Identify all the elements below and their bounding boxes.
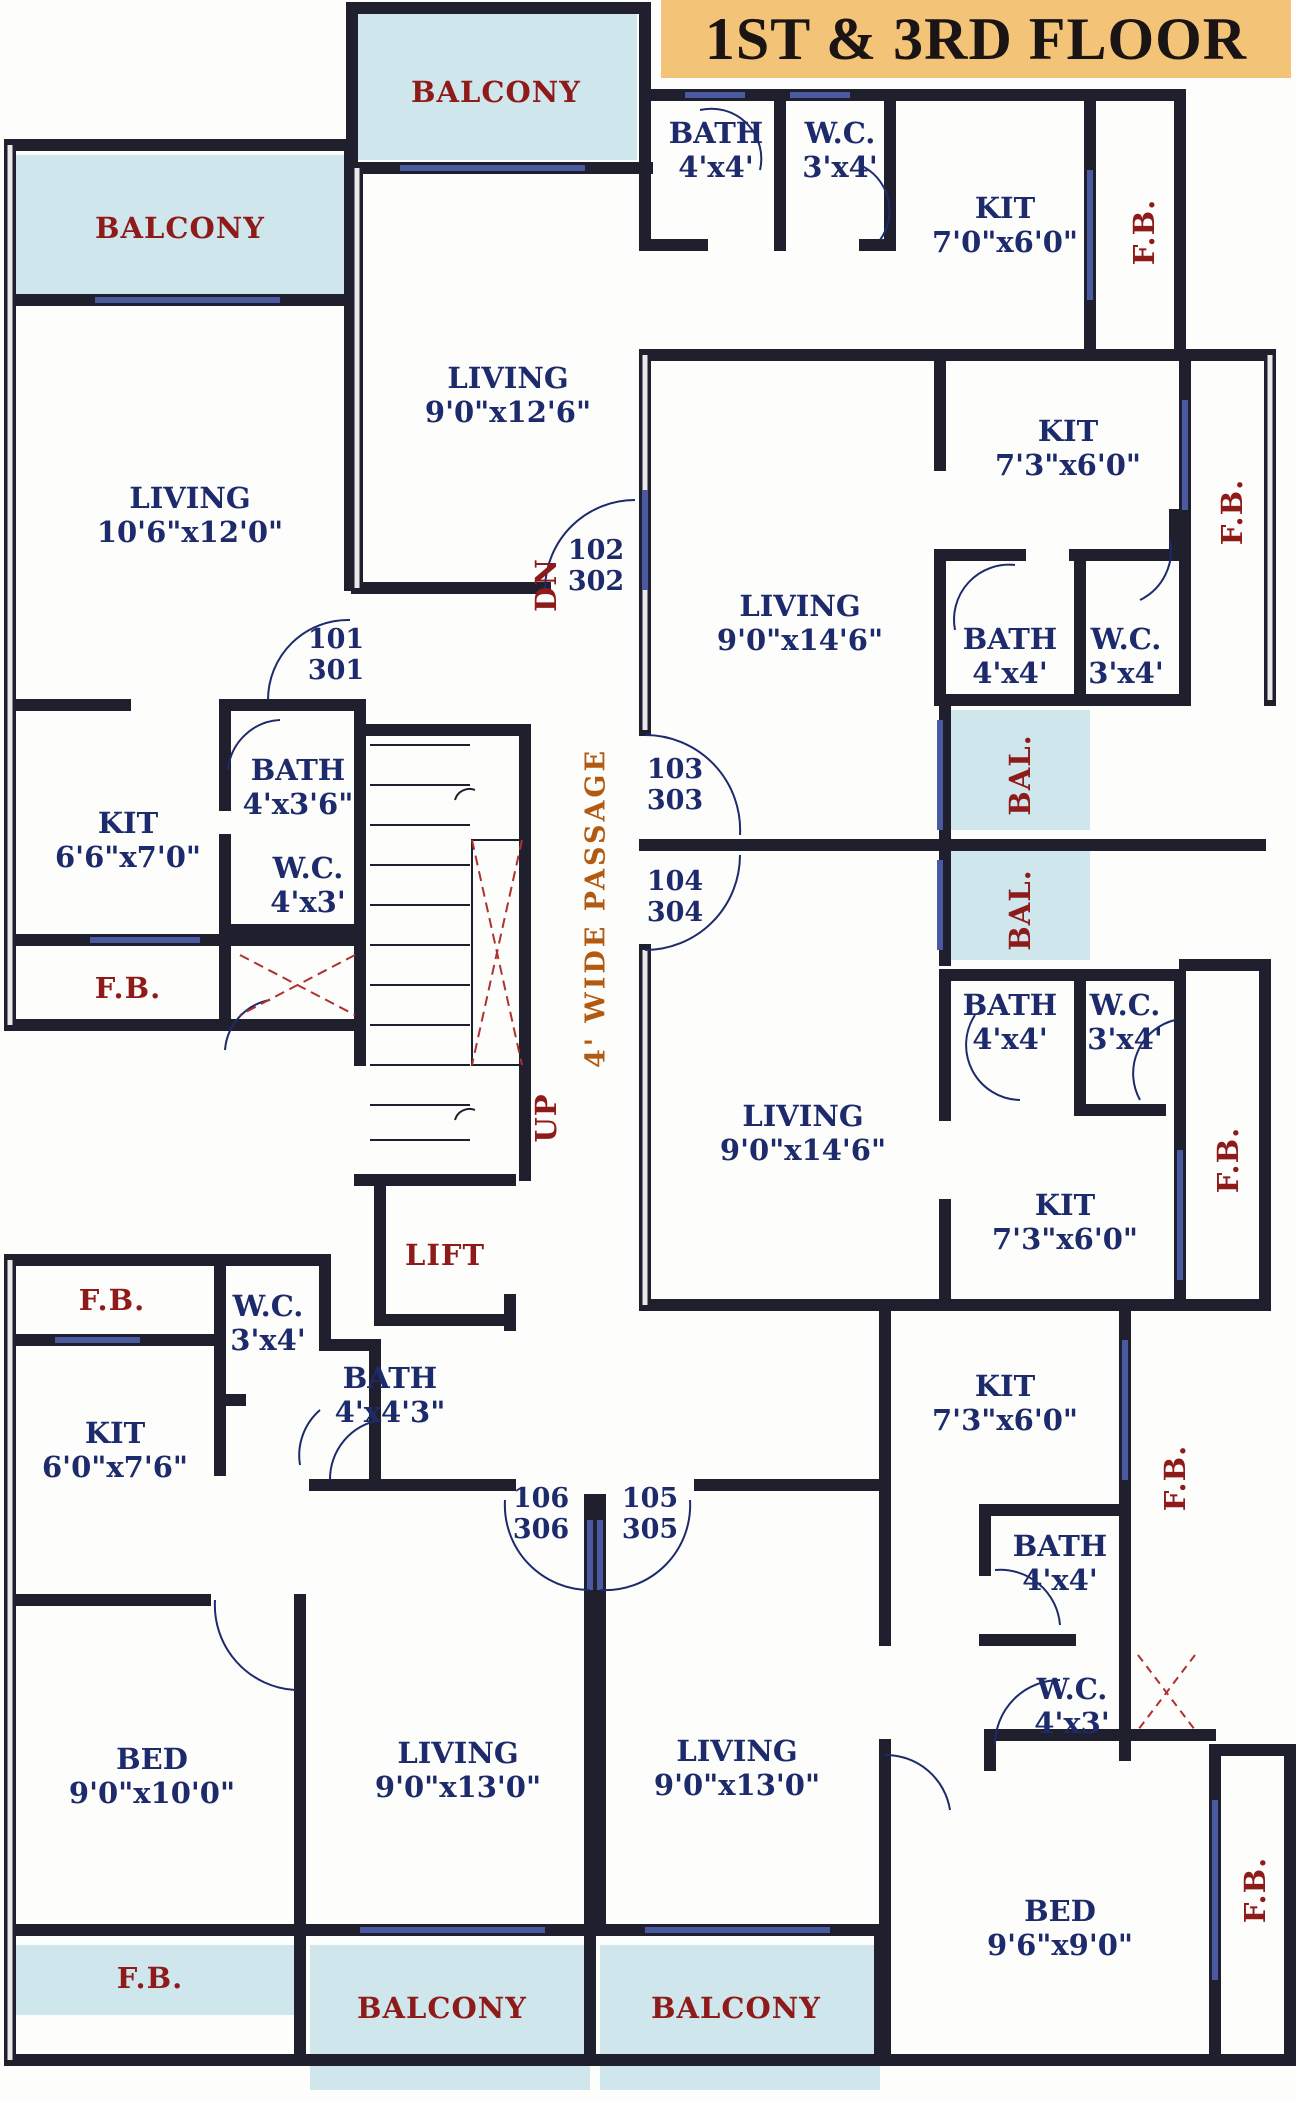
fb-106-label: F.B. — [78, 1282, 146, 1317]
plan-title: 1ST & 3RD FLOOR — [704, 5, 1248, 72]
room-wc-103: W.C.3'x4' — [1088, 621, 1164, 690]
balcony-106-label: BALCONY — [357, 1990, 527, 2025]
fb-105b-label: F.B. — [1238, 1856, 1272, 1924]
room-wc-top: W.C.3'x4' — [802, 115, 878, 184]
fb-105-label: F.B. — [1158, 1444, 1192, 1512]
staircase — [239, 744, 1196, 1731]
passage-label: 4' WIDE PASSAGE — [580, 747, 612, 1069]
doors — [213, 107, 1176, 1811]
stair-dn-label: DN — [529, 558, 563, 612]
bal-1-label: BAL. — [1003, 734, 1037, 816]
lift-label: LIFT — [404, 1237, 486, 1272]
bal-2-label: BAL. — [1003, 869, 1037, 951]
fb-103-label: F.B. — [1215, 478, 1249, 546]
balcony-105-label: BALCONY — [651, 1990, 821, 2025]
balcony-left-label: BALCONY — [95, 210, 265, 245]
fb-104-label: F.B. — [1211, 1126, 1245, 1194]
fb-top-label: F.B. — [1127, 198, 1161, 266]
balcony-top-label: BALCONY — [411, 74, 581, 109]
fb-101-label: F.B. — [94, 970, 162, 1005]
room-wc-105: W.C.4'x3' — [1034, 1671, 1110, 1740]
room-wc-106: W.C.3'x4' — [230, 1288, 306, 1357]
stair-up-label: UP — [529, 1093, 563, 1143]
room-wc-104: W.C.3'x4' — [1087, 987, 1163, 1056]
plan-title-box: 1ST & 3RD FLOOR — [661, 0, 1291, 78]
fb-106b-label: F.B. — [116, 1960, 184, 1995]
windows — [55, 92, 1218, 1980]
room-wc-101: W.C.4'x3' — [270, 850, 346, 919]
